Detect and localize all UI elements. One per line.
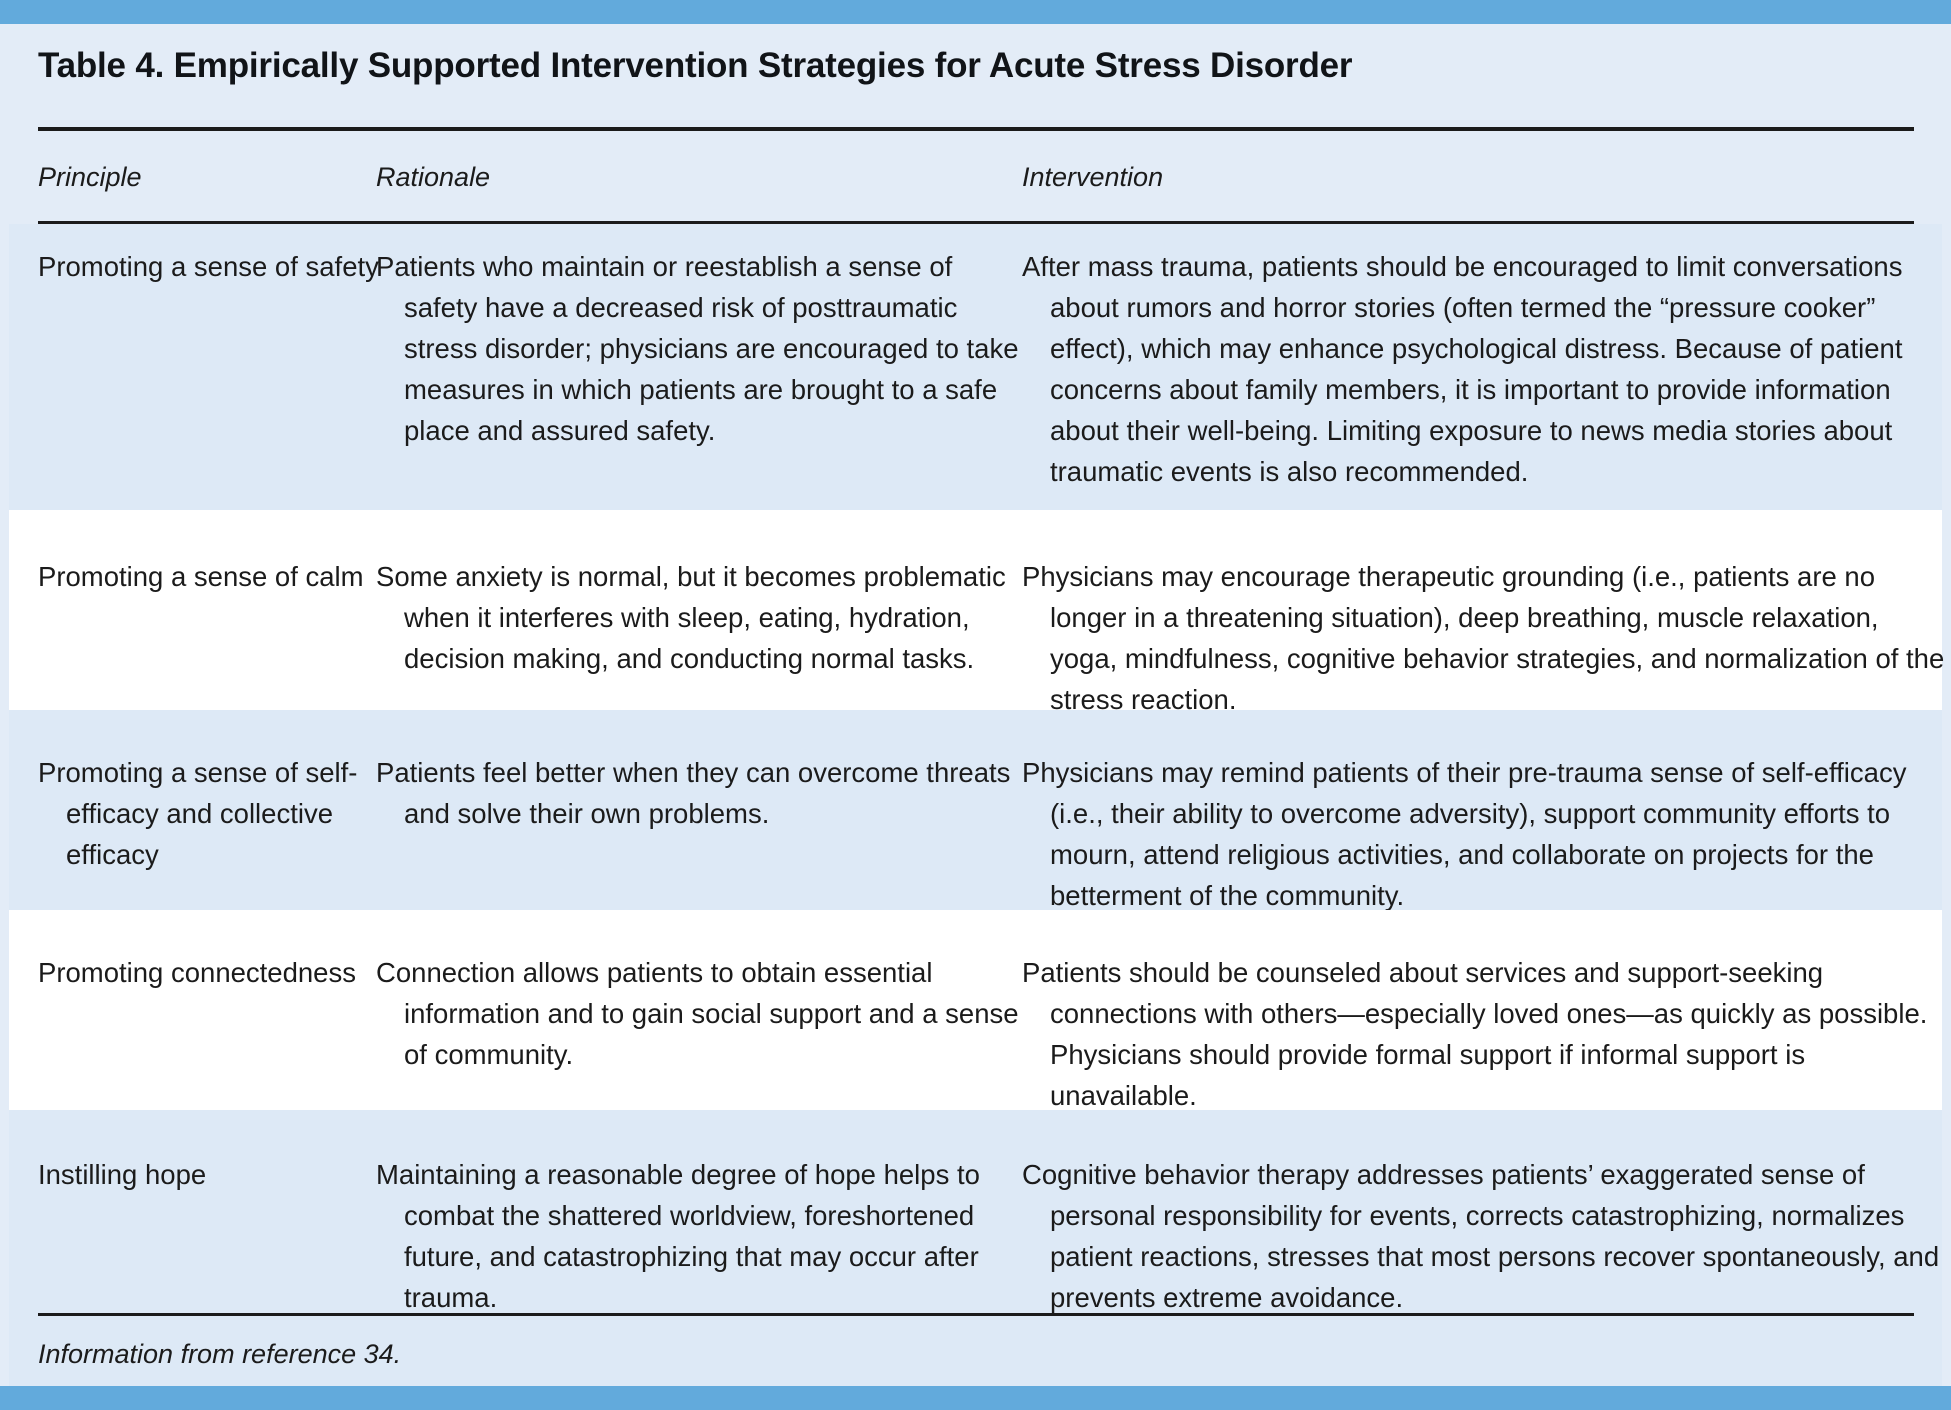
cell-intervention: After mass trauma, patients should be en… (1022, 251, 1903, 487)
cell-principle: Instilling hope (38, 1159, 207, 1190)
cell-intervention: Patients should be counseled about servi… (1022, 957, 1928, 1111)
column-header-row: Principle Rationale Intervention (0, 162, 1951, 204)
cell-principle: Promoting a sense of safety (38, 251, 379, 282)
table-footnote: Information from reference 34. (38, 1339, 402, 1369)
top-accent-bar (0, 0, 1951, 24)
row-band (9, 910, 1942, 1110)
left-margin-strip (0, 24, 9, 1386)
table-top-rule (38, 127, 1914, 131)
cell-intervention: Physicians may encourage therapeutic gro… (1022, 561, 1945, 715)
cell-rationale: Patients feel better when they can overc… (376, 757, 1011, 829)
cell-intervention: Cognitive behavior therapy addresses pat… (1022, 1159, 1940, 1313)
cell-principle: Promoting connectedness (38, 957, 356, 988)
column-header-rationale: Rationale (376, 162, 491, 192)
row-band (9, 1110, 1942, 1386)
row-band (9, 224, 1942, 510)
cell-rationale: Connection allows patients to obtain ess… (376, 957, 1019, 1070)
cell-rationale: Some anxiety is normal, but it becomes p… (376, 561, 1006, 674)
row-band (9, 510, 1942, 710)
cell-intervention: Physicians may remind patients of their … (1022, 757, 1907, 911)
cell-principle: Promoting a sense of self-efficacy and c… (38, 757, 358, 870)
table-body-area: Table 4. Empirically Supported Intervent… (0, 24, 1951, 1386)
column-header-principle: Principle (38, 162, 142, 192)
page-title: Table 4. Empirically Supported Intervent… (38, 46, 1353, 85)
header-separator-rule (38, 221, 1914, 224)
column-header-intervention: Intervention (1022, 162, 1164, 192)
cell-rationale: Patients who maintain or reestablish a s… (376, 251, 1019, 446)
row-band (9, 710, 1942, 910)
bottom-accent-bar (0, 1386, 1951, 1410)
cell-principle: Promoting a sense of calm (38, 561, 364, 592)
cell-rationale: Maintaining a reasonable degree of hope … (376, 1159, 980, 1313)
footer-separator-rule (38, 1313, 1914, 1316)
right-margin-strip (1942, 24, 1951, 1386)
